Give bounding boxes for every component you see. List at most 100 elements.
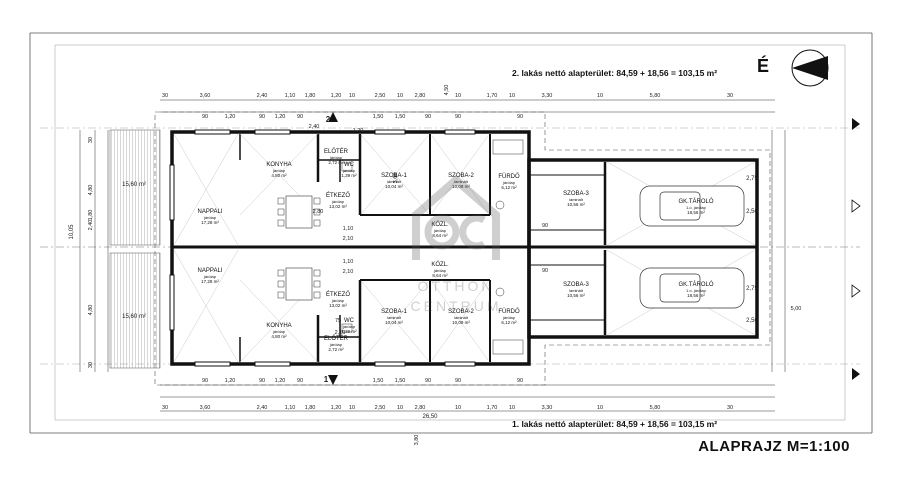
dim-label: 3,60 xyxy=(200,405,211,411)
room-floor: 1.o. járólap xyxy=(686,288,707,293)
dim-label: 90 xyxy=(517,114,523,120)
room-area: 10,56 m² xyxy=(567,293,585,298)
room-floor: járólap xyxy=(203,215,217,220)
dim-label: 2,50 xyxy=(746,318,758,324)
dim-label: 2,10 xyxy=(335,330,346,336)
dim-label: 90 xyxy=(455,378,461,384)
dim-label: 90 xyxy=(542,268,548,274)
dim-label: 2,10 xyxy=(343,236,354,242)
room-floor: járólap xyxy=(329,342,343,347)
dim-label: 10 xyxy=(397,405,403,411)
room-floor: járólap xyxy=(433,228,447,233)
room-name: FÜRDŐ xyxy=(498,308,520,315)
dim-label: 30 xyxy=(88,362,94,368)
room-area: 13,02 m² xyxy=(329,204,347,209)
room-name: SZOBA-2 xyxy=(448,173,474,179)
room-name: SZOBA-1 xyxy=(381,309,407,315)
dim-label: 3,30 xyxy=(542,405,553,411)
room-name: WC xyxy=(344,162,355,168)
dim-label: 4,50 xyxy=(444,85,450,96)
dim-label: 10 xyxy=(455,93,461,99)
room-name: GK.TÁROLÓ xyxy=(678,281,713,288)
room-area: 10,09 m² xyxy=(452,320,470,325)
dim-label: 90 xyxy=(455,114,461,120)
room-area: 8,64 m² xyxy=(432,273,448,278)
dim-label: 30 xyxy=(162,93,168,99)
room-area: 4,80 m² xyxy=(271,173,287,178)
room-name: KONYHA xyxy=(266,162,291,168)
dim-label: 1,70 xyxy=(487,405,498,411)
room-name: SZOBA-3 xyxy=(563,191,589,197)
dim-label: 90 xyxy=(202,114,208,120)
section-marker-label: 1 xyxy=(324,375,329,384)
dim-label: 2,80 xyxy=(415,405,426,411)
dim-label: 2,75 xyxy=(746,286,758,292)
room-area: 18,56 m² xyxy=(687,293,705,298)
north-arrow xyxy=(791,49,829,87)
dim-label: 1,50 xyxy=(395,114,406,120)
dim-label: 2,40 xyxy=(88,220,94,231)
dim-lines-sides xyxy=(79,130,786,372)
area-note-top: 2. lakás nettó alapterület: 84,59 + 18,5… xyxy=(512,68,718,78)
area-note-bottom: 1. lakás nettó alapterület: 84,59 + 18,5… xyxy=(512,419,718,429)
room-floor: járólap xyxy=(502,180,516,185)
room-floor: járólap xyxy=(272,168,286,173)
room-name: KÖZL. xyxy=(431,261,449,268)
dim-label: 2,50 xyxy=(746,209,758,215)
dim-label: 5,80 xyxy=(650,93,661,99)
dim-label: 1,20 xyxy=(275,114,286,120)
dim-label: 90 xyxy=(542,223,548,229)
dim-label: 1,50 xyxy=(373,378,384,384)
room-area: 10,04 m² xyxy=(385,320,403,325)
room-area: 6,12 m² xyxy=(501,320,517,325)
dim-label: 30 xyxy=(88,137,94,143)
dim-label: 5,80 xyxy=(650,405,661,411)
dim-label: 2,80 xyxy=(313,209,324,215)
dim-label: 3,60 xyxy=(393,173,399,184)
dim-label: 2,50 xyxy=(375,93,386,99)
room-floor: laminált xyxy=(387,315,402,320)
dim-label: 90 xyxy=(259,378,265,384)
room-floor: járólap xyxy=(329,155,343,160)
room-name: ELŐTÉR xyxy=(324,335,349,342)
dim-label: 1,20 xyxy=(331,93,342,99)
plan-title: ALAPRAJZ M=1:100 xyxy=(698,438,850,455)
dim-label: 10 xyxy=(349,405,355,411)
room-area: 10,09 m² xyxy=(452,184,470,189)
room-area: 1,39 m² xyxy=(341,173,357,178)
dim-label: 90 xyxy=(425,378,431,384)
building-walls xyxy=(170,130,759,366)
room-floor: laminált xyxy=(454,315,469,320)
room-diagonals xyxy=(173,133,756,363)
dim-lines-bottom xyxy=(160,384,775,412)
dim-label: 1,50 xyxy=(373,114,384,120)
room-name: GK.TÁROLÓ xyxy=(678,198,713,205)
room-area: 17,28 m² xyxy=(201,220,219,225)
room-area: 17,28 m² xyxy=(201,279,219,284)
dim-label: 2,50 xyxy=(375,405,386,411)
dim-label: 4,80 xyxy=(88,185,94,196)
room-name: NAPPALI xyxy=(198,268,223,274)
room-area: 10,04 m² xyxy=(385,184,403,189)
dim-label: 1,10 xyxy=(285,405,296,411)
dim-label: 10 xyxy=(597,405,603,411)
room-floor: laminált xyxy=(569,197,584,202)
room-area: 18,56 m² xyxy=(687,210,705,215)
room-name: SZOBA-3 xyxy=(563,282,589,288)
dim-label: 10 xyxy=(349,93,355,99)
north-label: É xyxy=(757,56,770,76)
room-floor: járólap xyxy=(433,268,447,273)
room-name: KONYHA xyxy=(266,323,291,329)
dim-label: 3,30 xyxy=(542,93,553,99)
dim-label: 2,40 xyxy=(309,124,320,130)
dim-lines-top xyxy=(160,99,775,113)
dim-label: 1,20 xyxy=(331,405,342,411)
overall-depth-label: 10,05 xyxy=(69,224,75,240)
room-name: KÖZL. xyxy=(431,221,449,228)
room-name: SZOBA-1 xyxy=(381,173,407,179)
dim-label: 1,10 xyxy=(343,259,354,265)
room-area: 10,56 m² xyxy=(567,202,585,207)
room-area: 2,72 m² xyxy=(328,160,344,165)
dim-label: 1,80 xyxy=(305,405,316,411)
